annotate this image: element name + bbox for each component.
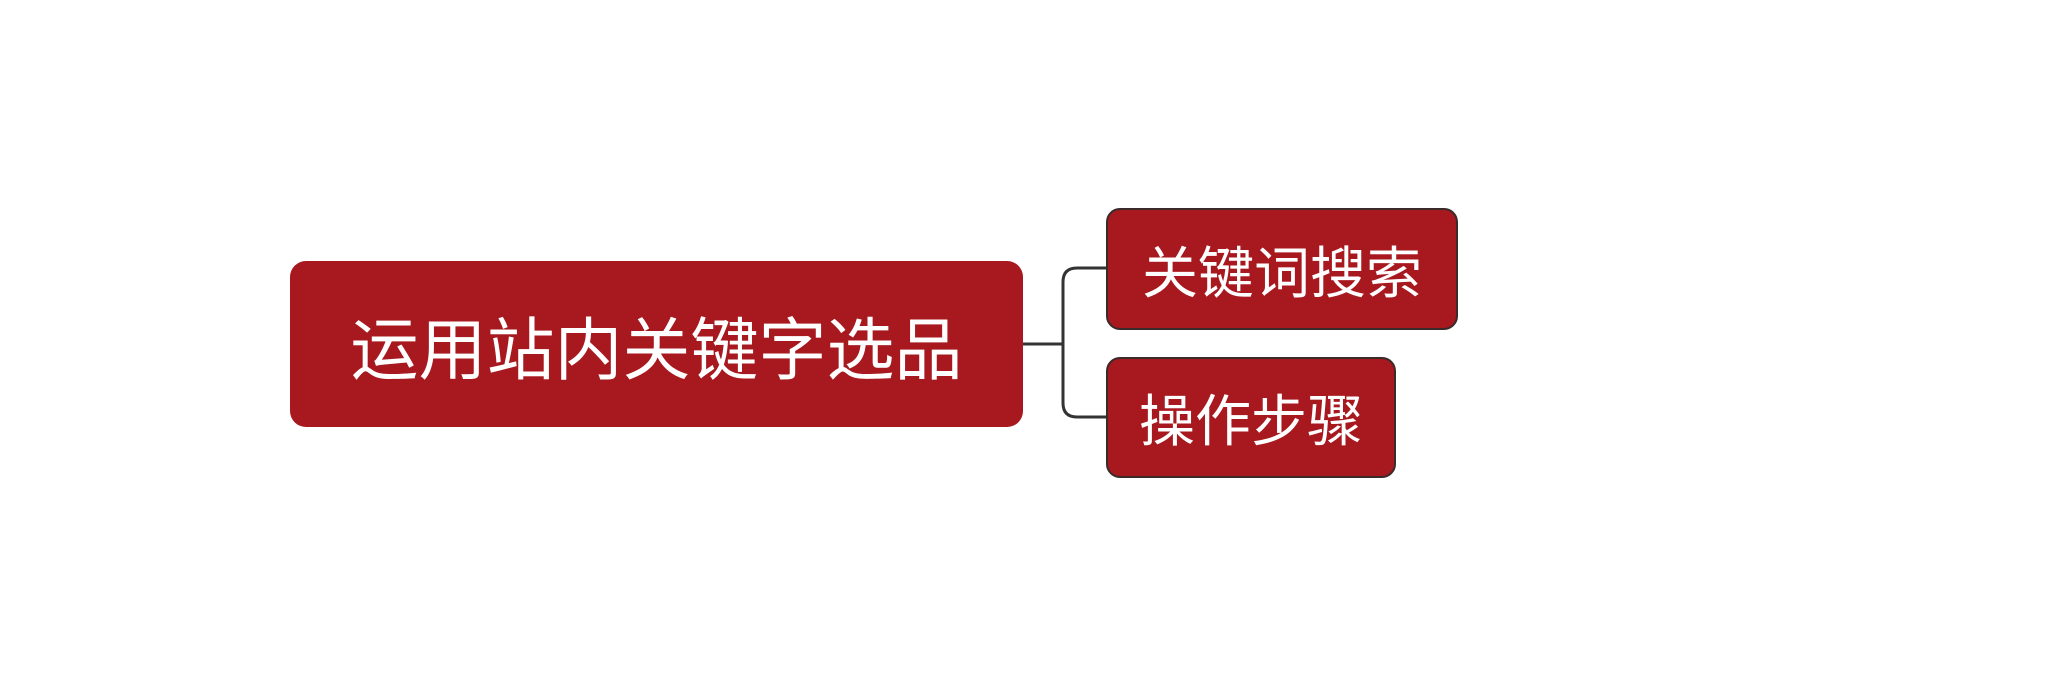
child-node-operation-steps[interactable]: 操作步骤 xyxy=(1106,357,1396,478)
connector-to-operation-steps xyxy=(1061,344,1106,419)
root-node[interactable]: 运用站内关键字选品 xyxy=(290,261,1023,427)
child-node-label: 操作步骤 xyxy=(1139,390,1363,455)
root-node-label: 运用站内关键字选品 xyxy=(350,311,963,391)
connector-to-keyword-search xyxy=(1061,266,1106,344)
child-node-label: 关键词搜索 xyxy=(1142,241,1422,307)
child-node-keyword-search[interactable]: 关键词搜索 xyxy=(1106,208,1458,330)
